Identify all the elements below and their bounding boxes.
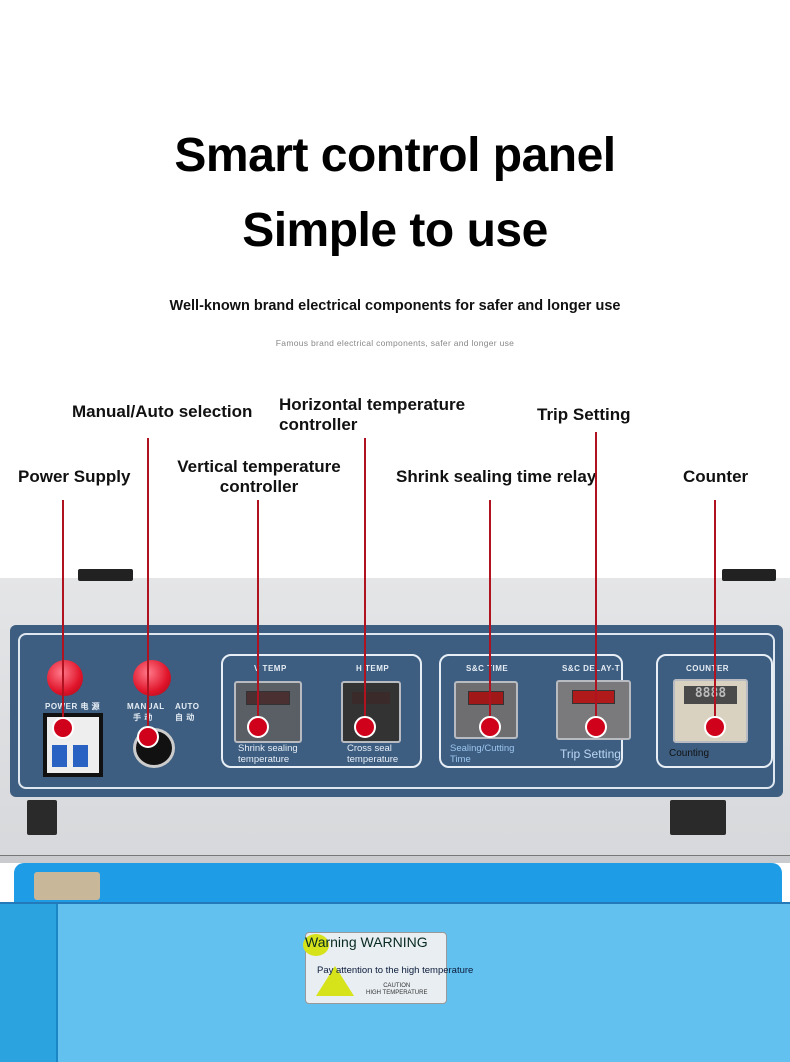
callout-counter: Counter <box>683 467 749 486</box>
temperature-group <box>221 654 422 768</box>
counter-label: COUNTER <box>686 664 730 673</box>
title-line-2: Simple to use <box>242 204 548 257</box>
subtitle-small: Famous brand electrical components, safe… <box>275 338 515 348</box>
trip-setting-relay[interactable] <box>556 680 631 740</box>
caption-sealing-2: Time <box>450 754 471 765</box>
callout-dot-trip <box>585 716 607 738</box>
callout-dot-counter <box>704 716 726 738</box>
warning-dot <box>303 934 329 956</box>
warning-title: Warning WARNING <box>305 934 428 950</box>
callout-dot-vertical <box>247 716 269 738</box>
caption-shrink-2: temperature <box>238 754 290 765</box>
auto-label: AUTO <box>175 702 200 711</box>
caption-trip: Trip Setting <box>560 747 621 761</box>
vertical-temp-controller[interactable] <box>234 681 302 743</box>
caption-shrink-1: Shrink sealing <box>238 743 298 754</box>
callout-dot-power <box>52 717 74 739</box>
sticker-caution: CAUTION <box>383 983 411 989</box>
counter-display: 8888 <box>684 686 737 704</box>
callout-line-vertical <box>257 500 259 727</box>
caption-sealing-1: Sealing/Cutting <box>450 743 515 754</box>
callout-line-horizontal <box>364 438 366 727</box>
callout-vertical-temp-1: Vertical temperature <box>177 457 341 476</box>
mode-lamp <box>133 660 171 696</box>
foot-left <box>78 569 133 581</box>
callout-line-trip <box>595 432 597 727</box>
manual-label: MANUAL <box>127 702 165 711</box>
callout-line-counter <box>714 500 716 727</box>
callout-power-supply: Power Supply <box>18 467 131 486</box>
callout-manual-auto: Manual/Auto selection <box>72 402 253 421</box>
manual-cn-label: 手 动 <box>133 713 153 722</box>
callout-line-manual <box>147 438 149 737</box>
callout-trip-setting: Trip Setting <box>537 405 631 424</box>
caption-cross-2: temperature <box>347 754 399 765</box>
callout-dot-manual <box>137 726 159 748</box>
panel-outline <box>18 633 775 789</box>
sc-time-label: S&C TIME <box>466 664 509 673</box>
h-temp-label: H TEMP <box>356 664 390 673</box>
hinge-right <box>670 800 726 835</box>
callout-line-power <box>62 500 64 728</box>
lid-edge <box>0 855 790 863</box>
hinge-left <box>27 800 57 835</box>
callout-line-relay <box>489 500 491 727</box>
callout-vertical-temp-2: controller <box>219 477 299 496</box>
lid-badge <box>34 872 100 900</box>
foot-right <box>722 569 776 581</box>
callout-horizontal-temp-1: Horizontal temperature <box>279 395 466 414</box>
power-label: POWER 电 源 <box>45 702 101 711</box>
caption-cross-1: Cross seal <box>347 743 392 754</box>
sticker-high-temp: HIGH TEMPERATURE <box>366 990 428 996</box>
blue-lid <box>14 863 782 903</box>
callout-horizontal-temp-2: controller <box>279 415 358 434</box>
sc-delay-label: S&C DELAY-T <box>562 664 621 673</box>
body-side-strip <box>0 904 58 1062</box>
power-lamp <box>47 660 83 696</box>
subtitle: Well-known brand electrical components f… <box>169 298 621 314</box>
callout-dot-relay <box>479 716 501 738</box>
auto-cn-label: 自 动 <box>175 713 195 722</box>
v-temp-label: V TEMP <box>254 664 287 673</box>
caption-counting: Counting <box>669 748 710 759</box>
callout-shrink-relay: Shrink sealing time relay <box>396 467 597 486</box>
hot-surface-icon <box>316 966 354 996</box>
callout-dot-horizontal <box>354 716 376 738</box>
warning-text: Pay attention to the high temperature <box>317 965 474 976</box>
title-line-1: Smart control panel <box>174 129 616 182</box>
